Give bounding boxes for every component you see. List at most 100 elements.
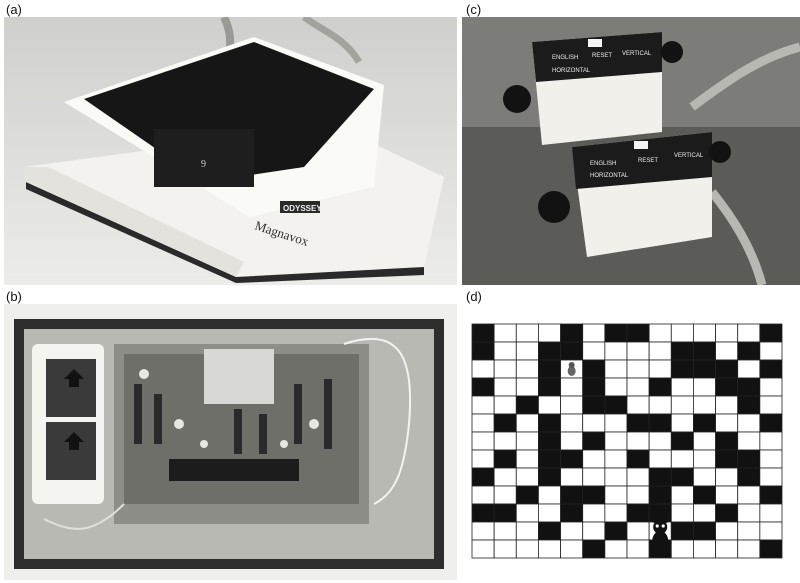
controller-english-label: ENGLISH xyxy=(552,55,578,61)
grid-cell xyxy=(759,431,783,451)
grid-cell xyxy=(582,341,606,361)
grid-cell xyxy=(515,395,539,415)
grid-cell xyxy=(560,449,584,469)
grid-cell xyxy=(538,341,561,361)
controller2-english-label: ENGLISH xyxy=(590,161,616,167)
grid-cell xyxy=(626,395,650,415)
grid-cell xyxy=(604,539,628,559)
grid-cell xyxy=(693,431,716,451)
grid-cell xyxy=(737,449,761,469)
controllers-photo: ENGLISH HORIZONTAL RESET VERTICAL ENGLIS… xyxy=(462,17,800,285)
grid-cell xyxy=(471,503,495,523)
grid-cell xyxy=(737,359,761,379)
grid-cell xyxy=(560,377,584,397)
grid-cell xyxy=(538,431,561,451)
grid-cell xyxy=(693,413,716,433)
grid-cell xyxy=(538,323,561,343)
grid-cell xyxy=(715,449,739,469)
grid-cell xyxy=(759,395,783,415)
grid-cell xyxy=(471,431,495,451)
controller-reset-label: RESET xyxy=(592,53,612,59)
mouse-icon xyxy=(567,362,576,376)
circuit-board-photo xyxy=(4,304,457,580)
grid-cell xyxy=(515,467,539,487)
controller2-vertical-label: VERTICAL xyxy=(674,153,704,159)
grid-cell xyxy=(582,485,606,505)
grid-cell xyxy=(538,449,561,469)
grid-cell xyxy=(471,359,495,379)
grid-cell xyxy=(471,485,495,505)
cat-icon xyxy=(652,516,669,551)
panel-b-label: (b) xyxy=(6,289,22,304)
grid-cell xyxy=(604,341,628,361)
grid-cell xyxy=(471,521,495,541)
grid-cell xyxy=(560,503,584,523)
grid-cell xyxy=(693,539,716,559)
grid-cell xyxy=(493,467,517,487)
grid-cell xyxy=(604,395,628,415)
panel-c-label: (c) xyxy=(466,2,482,17)
controller2-horizontal-label: HORIZONTAL xyxy=(590,173,629,179)
grid-cell xyxy=(582,431,606,451)
grid-cell xyxy=(670,521,694,541)
grid-cell xyxy=(670,431,694,451)
grid-cell xyxy=(538,377,561,397)
grid-cell xyxy=(538,485,561,505)
grid-cell xyxy=(626,467,650,487)
grid-cell xyxy=(626,341,650,361)
controller-horizontal-label: HORIZONTAL xyxy=(552,68,591,74)
grid-cell xyxy=(670,467,694,487)
grid-cell xyxy=(560,413,584,433)
grid-cell xyxy=(670,341,694,361)
grid-cell xyxy=(759,377,783,397)
grid-cell xyxy=(737,467,761,487)
grid-cell xyxy=(560,431,584,451)
grid-cell xyxy=(693,395,716,415)
grid-cell xyxy=(737,503,761,523)
grid-cell xyxy=(538,521,561,541)
grid-cell xyxy=(670,413,694,433)
grid-cell xyxy=(626,485,650,505)
grid-cell xyxy=(604,323,628,343)
grid-cell xyxy=(626,413,650,433)
grid-cell xyxy=(693,503,716,523)
grid-cell xyxy=(493,449,517,469)
grid-cell xyxy=(693,377,716,397)
grid-cell xyxy=(670,485,694,505)
grid-cell xyxy=(560,539,584,559)
grid-cell xyxy=(648,413,672,433)
grid-cell xyxy=(582,377,606,397)
grid-cell xyxy=(715,485,739,505)
grid-cell xyxy=(648,377,672,397)
grid-cell xyxy=(626,521,650,541)
grid-cell xyxy=(737,323,761,343)
grid-cell xyxy=(759,485,783,505)
grid-cell xyxy=(737,341,761,361)
console-photo: 9 ODYSSEY Magnavox xyxy=(4,17,457,285)
grid-cell xyxy=(670,323,694,343)
grid-cell xyxy=(759,323,783,343)
grid-cell xyxy=(493,341,517,361)
grid-cell xyxy=(626,431,650,451)
grid-cell xyxy=(582,539,606,559)
grid-cell xyxy=(538,413,561,433)
grid-cell xyxy=(471,341,495,361)
grid-cell xyxy=(493,395,517,415)
grid-cell xyxy=(515,323,539,343)
grid-cell xyxy=(515,485,539,505)
grid-cell xyxy=(759,359,783,379)
grid-cell xyxy=(582,503,606,523)
grid-cell xyxy=(604,467,628,487)
grid-cell xyxy=(471,449,495,469)
grid-cell xyxy=(670,395,694,415)
grid-cell xyxy=(648,395,672,415)
grid-cell xyxy=(471,539,495,559)
grid-cell xyxy=(648,467,672,487)
grid-cell xyxy=(538,503,561,523)
grid-cell xyxy=(648,431,672,451)
grid-cell xyxy=(515,359,539,379)
grid-cell xyxy=(538,359,561,379)
grid-cell xyxy=(515,521,539,541)
grid-cell xyxy=(737,539,761,559)
grid-cell xyxy=(493,413,517,433)
